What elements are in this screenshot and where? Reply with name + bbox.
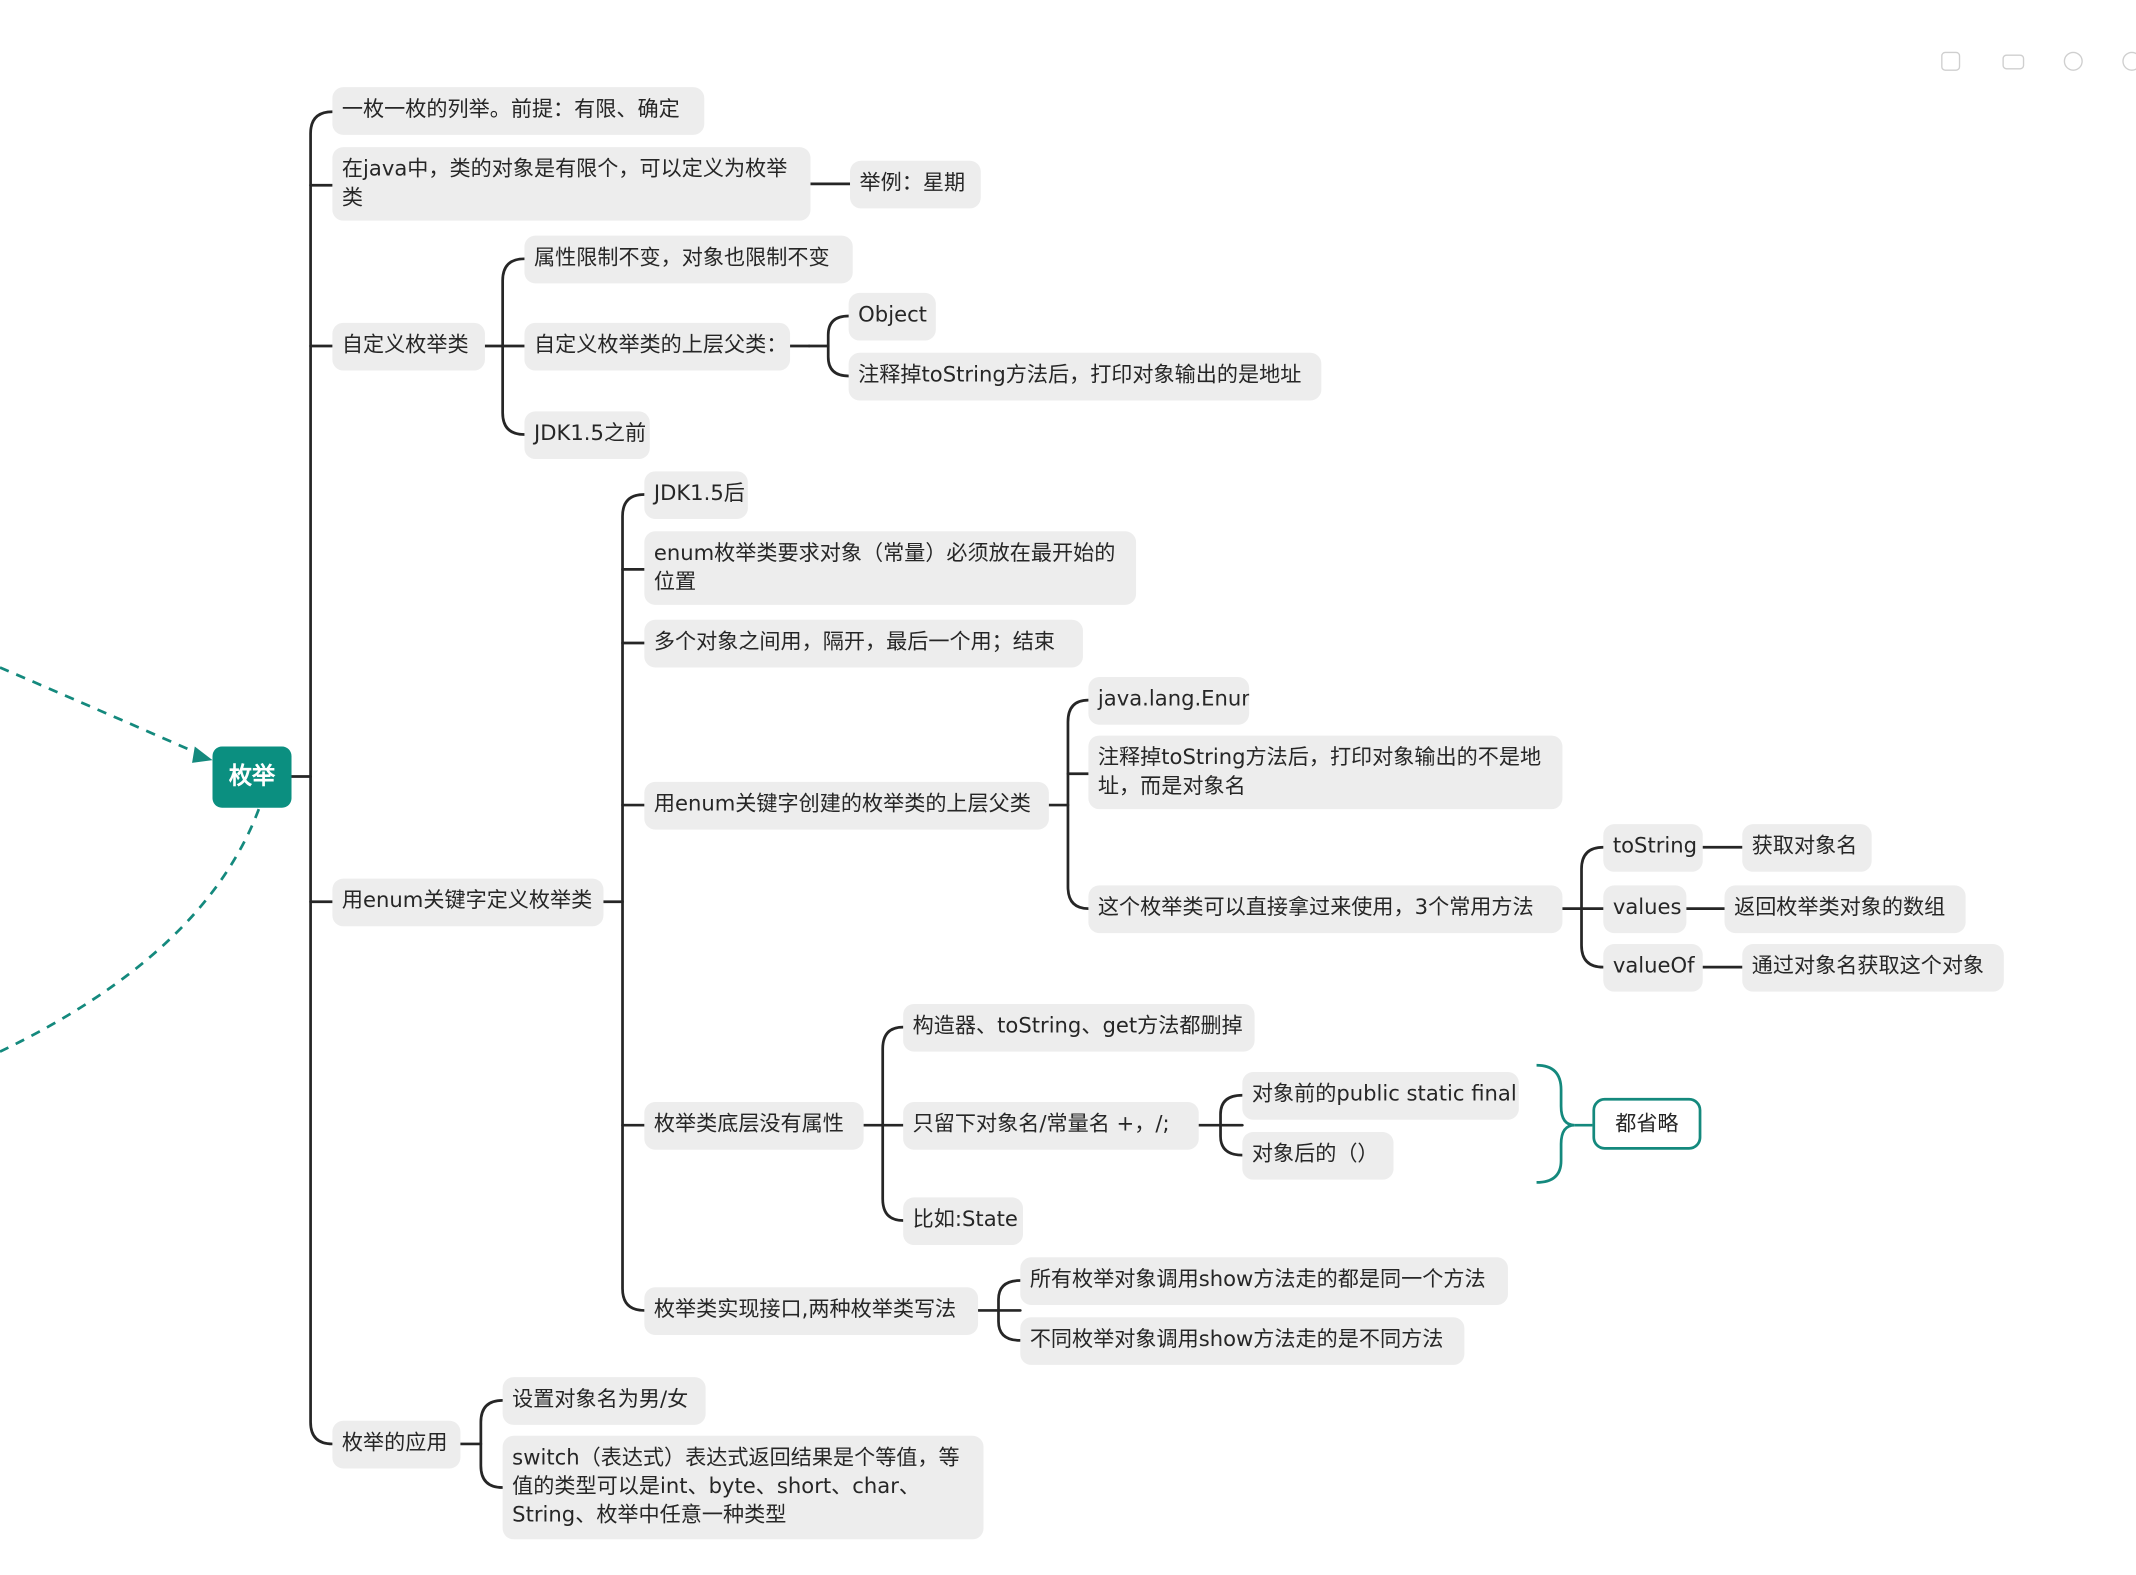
topic-enum-application[interactable]: 枚举的应用 <box>332 1420 461 1469</box>
topic-before-jdk15[interactable]: JDK1.5之前 <box>524 411 650 460</box>
topic-different-show[interactable]: 不同枚举对象调用show方法走的是不同方法 <box>1020 1317 1465 1365</box>
arrowhead-icon <box>192 746 213 763</box>
topic-custom-enum[interactable]: 自定义枚举类 <box>332 322 485 371</box>
topic-same-show[interactable]: 所有枚举对象调用show方法走的都是同一个方法 <box>1020 1257 1508 1305</box>
topic-parentheses[interactable]: 对象后的（） <box>1242 1131 1394 1180</box>
topic-attr-restrict[interactable]: 属性限制不变，对象也限制不变 <box>524 235 853 284</box>
method-values-desc[interactable]: 返回枚举类对象的数组 <box>1724 885 1966 934</box>
method-valueof-desc[interactable]: 通过对象名获取这个对象 <box>1742 944 2004 992</box>
topic-common-methods[interactable]: 这个枚举类可以直接拿过来使用，3个常用方法 <box>1088 885 1563 934</box>
topic-object[interactable]: Object <box>848 292 936 341</box>
topic-tostring-name[interactable]: 注释掉toString方法后，打印对象输出的不是地址，而是对象名 <box>1088 735 1563 810</box>
method-tostring[interactable]: toString <box>1603 824 1703 872</box>
topic-java-enum-class[interactable]: 在java中，类的对象是有限个，可以定义为枚举类 <box>332 147 811 221</box>
topic-constants-first[interactable]: enum枚举类要求对象（常量）必须放在最开始的位置 <box>644 531 1137 605</box>
topic-public-static-final[interactable]: 对象前的public static final <box>1242 1072 1519 1120</box>
summary-bracket <box>1536 1063 1575 1184</box>
topic-example-week[interactable]: 举例：星期 <box>850 160 981 209</box>
topic-after-jdk15[interactable]: JDK1.5后 <box>644 471 748 519</box>
relationship-link-out <box>0 808 261 1053</box>
method-values[interactable]: values <box>1603 885 1687 934</box>
topic-switch-types[interactable]: switch（表达式）表达式返回结果是个等值，等值的类型可以是int、byte、… <box>502 1435 984 1540</box>
history-icon[interactable] <box>2063 51 2083 71</box>
summary-omit[interactable]: 都省略 <box>1592 1097 1702 1150</box>
topic-keep-names[interactable]: 只留下对象名/常量名 +，/; <box>903 1102 1199 1150</box>
topic-interface-impl[interactable]: 枚举类实现接口,两种枚举类写法 <box>644 1287 979 1335</box>
theme-icon[interactable] <box>2122 51 2136 71</box>
topic-separator-rule[interactable]: 多个对象之间用，隔开，最后一个用；结束 <box>644 619 1083 668</box>
topic-enum-parent[interactable]: 用enum关键字创建的枚举类的上层父类 <box>644 781 1049 830</box>
topic-no-attributes[interactable]: 枚举类底层没有属性 <box>644 1102 864 1150</box>
exit-icon[interactable] <box>1941 51 1961 71</box>
topic-delete-methods[interactable]: 构造器、toString、get方法都删掉 <box>903 1003 1255 1052</box>
topic-java-lang-enum[interactable]: java.lang.Enum <box>1088 677 1250 725</box>
topic-tostring-address[interactable]: 注释掉toString方法后，打印对象输出的是地址 <box>848 352 1322 401</box>
topic-example-state[interactable]: 比如:State <box>903 1197 1024 1246</box>
method-tostring-desc[interactable]: 获取对象名 <box>1742 824 1872 872</box>
toolbar <box>1928 41 2136 82</box>
topic-custom-parent[interactable]: 自定义枚举类的上层父类： <box>524 322 791 371</box>
keyboard-icon[interactable] <box>2002 54 2025 70</box>
method-valueof[interactable]: valueOf <box>1603 944 1703 992</box>
level1-trunk <box>309 110 334 1446</box>
topic-definition[interactable]: 一枚一枚的列举。前提：有限、确定 <box>332 87 705 135</box>
root-topic[interactable]: 枚举 <box>212 746 292 808</box>
relationship-link-in <box>0 666 208 759</box>
topic-enum-keyword[interactable]: 用enum关键字定义枚举类 <box>332 878 604 927</box>
topic-gender-names[interactable]: 设置对象名为男/女 <box>502 1377 706 1425</box>
